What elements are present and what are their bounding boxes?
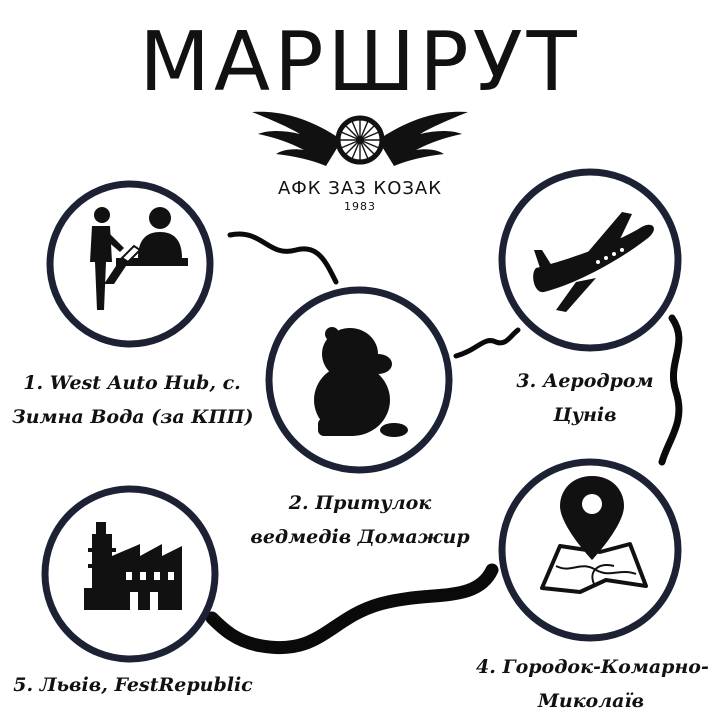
map-pin-icon xyxy=(540,476,648,594)
brand-name: АФК ЗАЗ КОЗАК xyxy=(277,178,442,199)
stop-3-label: 3. Аеродром Цунів xyxy=(510,364,660,432)
stop-1-label: 1. West Auto Hub, с. Зимна Вода (за КПП) xyxy=(12,366,254,434)
handshake-deal-icon xyxy=(90,207,188,310)
stop-2-label-line-2: ведмедів Домажир xyxy=(250,526,470,548)
stop-3-label-line-2: Цунів xyxy=(553,404,617,426)
stop-5-label: 5. Львів, FestRepublic xyxy=(8,668,258,702)
connector-2-3 xyxy=(453,327,521,359)
page-title: МАРШРУТ xyxy=(139,15,581,110)
route-connectors xyxy=(205,231,683,654)
stop-5-label-line-1: 5. Львів, FestRepublic xyxy=(13,674,253,696)
connector-1-2 xyxy=(227,231,339,285)
stop-4-label-line-1: 4. Городок-Комарно- xyxy=(476,656,709,678)
stop-1-label-line-1: 1. West Auto Hub, с. xyxy=(23,372,241,394)
stop-4-label-line-2: Миколаїв xyxy=(537,690,645,712)
factory-icon xyxy=(84,522,182,610)
airplane-icon xyxy=(533,212,654,312)
winged-wheel-icon xyxy=(252,111,468,166)
connector-4-5 xyxy=(205,563,499,654)
stop-4-label: 4. Городок-Комарно- Миколаїв xyxy=(476,650,709,718)
stop-1-label-line-2: Зимна Вода (за КПП) xyxy=(12,406,254,428)
stop-3-label-line-1: 3. Аеродром xyxy=(516,370,654,392)
connector-3-4 xyxy=(658,314,683,466)
stop-2-label: 2. Притулок ведмедів Домажир xyxy=(240,486,480,554)
stop-2-label-line-1: 2. Притулок xyxy=(288,492,432,514)
brand-year: 1983 xyxy=(344,200,376,213)
bear-icon xyxy=(314,327,408,437)
